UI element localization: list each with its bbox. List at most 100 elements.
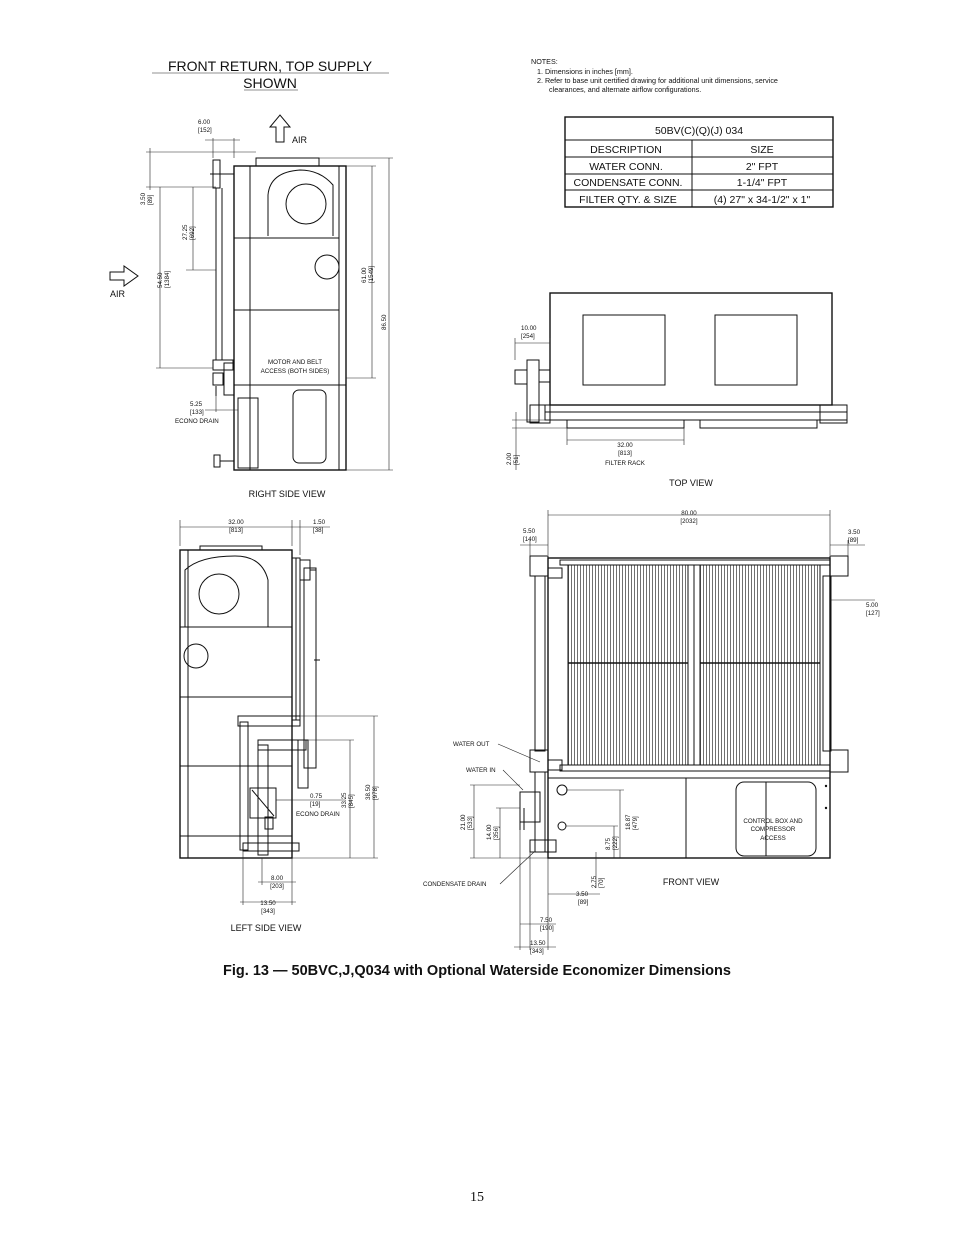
dimension-drawing: FRONT RETURN, TOP SUPPLY SHOWN NOTES: 1.… <box>109 57 880 955</box>
dim-value: 8.75 <box>605 837 612 850</box>
dim-value-mm: [479] <box>632 816 639 830</box>
spec-row-value: 1-1/4" FPT <box>737 177 788 189</box>
dim-value-mm: [1549] <box>368 266 375 283</box>
drawing-header: FRONT RETURN, TOP SUPPLY SHOWN <box>152 58 389 91</box>
front-view-label: FRONT VIEW <box>663 877 720 887</box>
note-1: 1. Dimensions in inches [mm]. <box>537 67 633 76</box>
top-view-label: TOP VIEW <box>669 478 713 488</box>
condensate-drain-label: CONDENSATE DRAIN <box>423 881 487 888</box>
right-side-view-label: RIGHT SIDE VIEW <box>249 489 326 499</box>
dim-value: 2.75 <box>591 875 598 888</box>
dim-value-mm: [51] <box>513 454 520 465</box>
dim-value-mm: [89] <box>848 537 859 544</box>
dim-value-mm: [845] <box>348 794 355 808</box>
dim-value: 10.00 <box>521 325 537 332</box>
dim-value-mm: [2032] <box>680 518 697 525</box>
dim-value-mm: [70] <box>598 877 605 888</box>
dim-value: 6.00 <box>198 119 211 126</box>
spec-table: 50BV(C)(Q)(J) 034 DESCRIPTION SIZE WATER… <box>564 116 834 208</box>
dim-value-mm: [813] <box>229 527 243 534</box>
air-left-label: AIR <box>110 289 126 299</box>
dim-value: 86.50 <box>381 314 388 330</box>
dim-value: 5.50 <box>523 528 536 535</box>
dim-value-mm: [152] <box>198 127 212 134</box>
top-view: 10.00 [254] 2.00 [51] 32.00 [813] FILTER… <box>506 292 848 488</box>
dim-value-mm: [140] <box>523 536 537 543</box>
econo-drain-value: 0.75 <box>310 793 323 800</box>
dim-value-mm: [343] <box>261 908 275 915</box>
header-line-1: FRONT RETURN, TOP SUPPLY <box>168 58 373 74</box>
dim-value: 54.50 <box>157 272 164 288</box>
air-up-arrow-icon <box>268 114 292 143</box>
dim-value-mm: [89] <box>147 194 154 205</box>
dim-value-mm: [978] <box>372 786 379 800</box>
notes-title: NOTES: <box>531 57 558 66</box>
dim-value: 14.00 <box>486 824 493 840</box>
dim-value: 13.50 <box>530 940 546 947</box>
dim-value-mm: [533] <box>467 816 474 830</box>
dim-value: 32.00 <box>228 519 244 526</box>
control-box-label: ACCESS <box>760 835 785 842</box>
dim-value: 18.87 <box>625 814 632 830</box>
dim-value: 2.00 <box>506 452 513 465</box>
access-label: ACCESS (BOTH SIDES) <box>261 368 330 375</box>
figure-caption: Fig. 13 — 50BVC,J,Q034 with Optional Wat… <box>223 963 731 979</box>
econo-drain-label: ECONO DRAIN <box>296 811 340 818</box>
note-2: 2. Refer to base unit certified drawing … <box>537 76 778 85</box>
water-out-label: WATER OUT <box>453 741 490 748</box>
air-top-label: AIR <box>292 135 308 145</box>
econo-drain-mm: [19] <box>310 801 321 808</box>
dim-value: 38.50 <box>365 784 372 800</box>
spec-row-value: (4) 27" x 34-1/2" x 1" <box>714 194 811 206</box>
dim-value: 80.00 <box>681 510 697 517</box>
dim-value-mm: [38] <box>313 527 324 534</box>
dim-value-mm: [203] <box>270 883 284 890</box>
econo-drain-value: 5.25 <box>190 401 203 408</box>
dim-value: 3.50 <box>576 891 589 898</box>
dim-value: 1.50 <box>313 519 326 526</box>
dim-value-mm: [222] <box>612 836 619 850</box>
spec-table-title: 50BV(C)(Q)(J) 034 <box>655 125 743 137</box>
control-box-label: CONTROL BOX AND <box>743 818 803 825</box>
page-number: 15 <box>470 1190 484 1205</box>
dim-value: 3.50 <box>140 192 147 205</box>
dim-value: 5.00 <box>866 602 879 609</box>
spec-row-label: FILTER QTY. & SIZE <box>579 194 677 206</box>
spec-header-description: DESCRIPTION <box>590 144 662 156</box>
dim-value: 8.00 <box>271 875 284 882</box>
dim-value-mm: [254] <box>521 333 535 340</box>
notes: NOTES: 1. Dimensions in inches [mm]. 2. … <box>531 57 778 94</box>
dim-value: 32.00 <box>617 442 633 449</box>
right-side-view: AIR AIR MOTOR AND BELT ACCESS (BOTH SIDE… <box>109 114 393 499</box>
spec-header-size: SIZE <box>750 144 773 156</box>
dim-value-mm: [1384] <box>164 271 171 288</box>
left-side-view: 32.00 [813] 1.50 [38] 0.75 [19] ECONO DR… <box>179 519 379 933</box>
air-right-arrow-icon <box>109 265 139 287</box>
water-in-label: WATER IN <box>466 767 496 774</box>
econo-drain-label: ECONO DRAIN <box>175 418 219 425</box>
access-label: MOTOR AND BELT <box>268 359 322 366</box>
dim-value: 21.00 <box>460 814 467 830</box>
left-side-view-label: LEFT SIDE VIEW <box>231 923 302 933</box>
note-2-cont: clearances, and alternate airflow config… <box>549 85 701 94</box>
dim-value: 33.25 <box>341 792 348 808</box>
dim-value-mm: [813] <box>618 450 632 457</box>
spec-row-label: CONDENSATE CONN. <box>574 177 683 189</box>
dim-value-mm: [692] <box>189 226 196 240</box>
dim-value-mm: [356] <box>493 826 500 840</box>
dim-value-mm: [89] <box>578 899 589 906</box>
dim-value-mm: [127] <box>866 610 880 617</box>
dim-value: 3.50 <box>848 529 861 536</box>
dim-value: 13.50 <box>260 900 276 907</box>
dim-value: 61.00 <box>361 267 368 283</box>
dim-value: 27.25 <box>182 224 189 240</box>
dim-value: 7.50 <box>540 917 553 924</box>
dim-value-mm: [343] <box>530 948 544 955</box>
filter-rack-label: FILTER RACK <box>605 460 646 467</box>
spec-row-label: WATER CONN. <box>589 161 663 173</box>
front-view: CONTROL BOX AND COMPRESSOR ACCESS WATER … <box>423 510 880 955</box>
econo-drain-mm: [133] <box>190 409 204 416</box>
header-line-2: SHOWN <box>243 75 297 91</box>
spec-row-value: 2" FPT <box>746 161 779 173</box>
control-box-label: COMPRESSOR <box>751 826 796 833</box>
